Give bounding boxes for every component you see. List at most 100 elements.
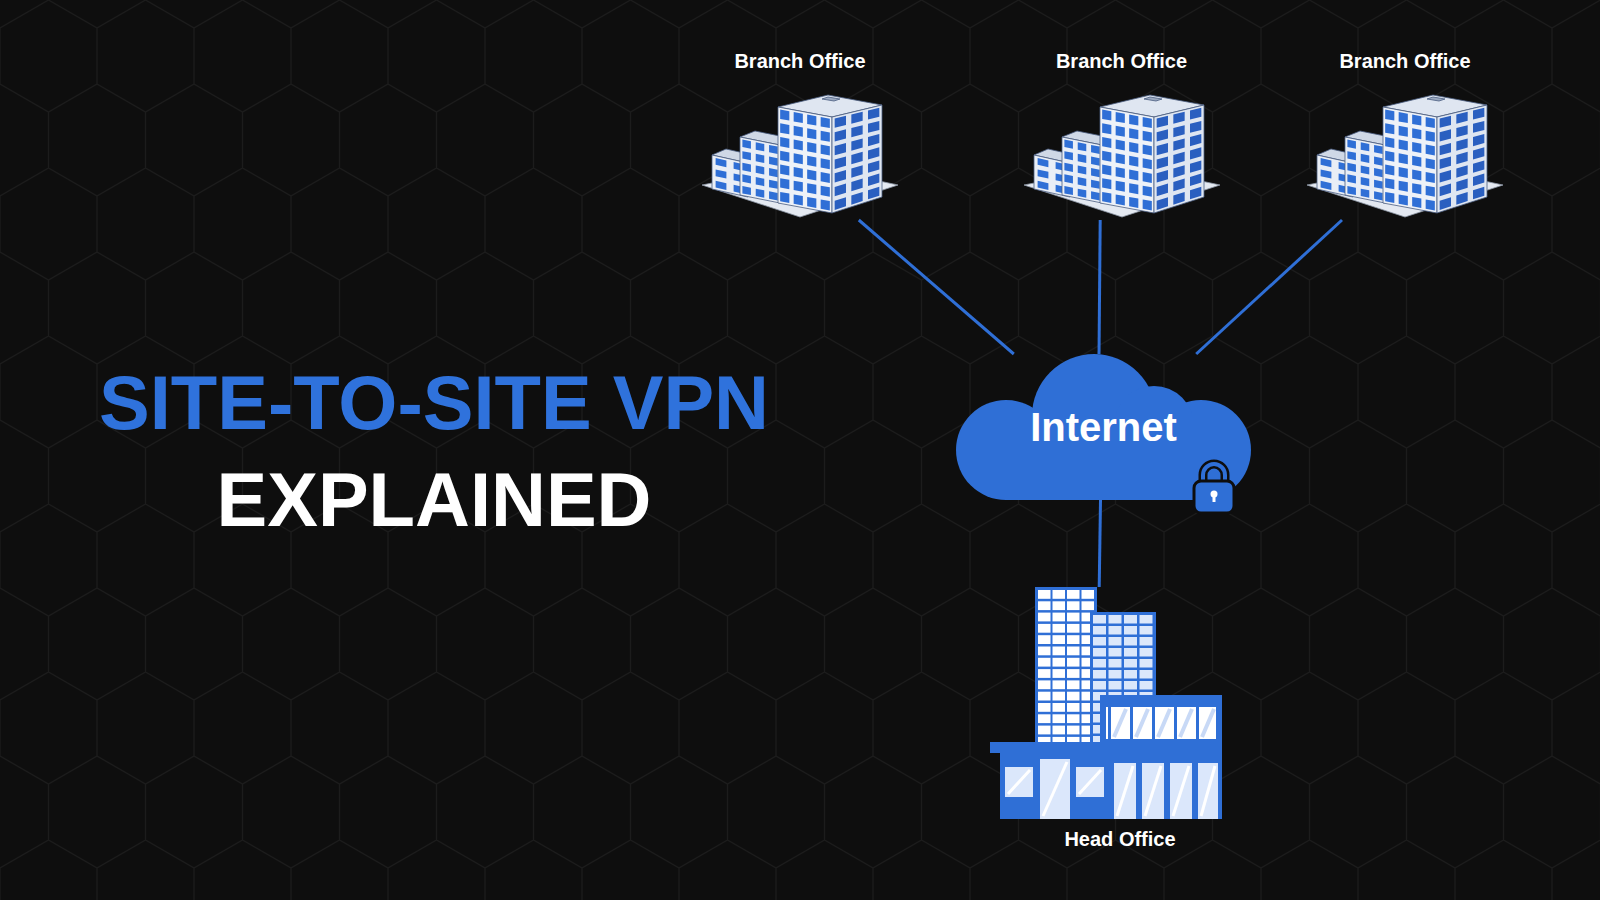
window [1190,160,1201,172]
window [1038,692,1051,701]
window [780,178,789,189]
building-face [1427,97,1445,101]
window [1038,624,1051,633]
window [1115,181,1124,192]
window [1347,163,1356,172]
window [1456,152,1467,164]
window [835,197,846,210]
window [1076,767,1104,797]
window [742,186,751,195]
branch-office-node: Branch Office [1300,49,1510,220]
lock-icon [1194,464,1234,513]
window [1426,172,1435,183]
window [780,137,789,148]
window [1173,139,1184,151]
window [1129,169,1138,180]
window [1064,140,1073,149]
branch-building [700,85,900,220]
window [1091,145,1100,154]
window [868,187,879,200]
window [1093,670,1106,679]
window [1038,635,1051,644]
window [1385,192,1394,203]
window [1124,626,1137,635]
window [1102,137,1111,148]
window [1399,126,1408,137]
window [756,189,765,198]
window [1067,601,1080,610]
node-heading: Branch Office [1015,49,1228,73]
glass-glint [1158,709,1170,737]
window [835,129,846,141]
window [1361,165,1370,174]
building-face [1100,107,1154,213]
window [1053,692,1066,701]
window [1102,192,1111,203]
window [1082,590,1095,599]
window [868,121,879,133]
window [1038,726,1051,735]
window [1109,626,1122,635]
window [794,153,803,164]
window [1321,169,1332,178]
building-face [1383,107,1437,213]
window [807,183,816,194]
window [1067,658,1080,667]
window [1067,669,1080,678]
window [769,180,778,189]
window [1385,151,1394,162]
window [1109,670,1122,679]
window [1473,187,1484,200]
window [780,151,789,162]
window [1053,669,1066,678]
building-face [740,137,780,203]
window [1399,112,1408,123]
window [742,174,751,183]
window [1140,615,1153,624]
window [807,128,816,139]
window [794,126,803,137]
window [1053,703,1066,712]
building-face [1144,97,1162,101]
window [821,172,830,183]
window [1037,169,1048,178]
canopy [990,742,1115,753]
window [1077,165,1086,174]
window [1109,659,1122,668]
window [1093,648,1106,657]
window [1361,142,1370,151]
window [1142,172,1151,183]
window [1067,692,1080,701]
glass-glint [1114,709,1126,737]
window [780,123,789,134]
window [1115,112,1124,123]
window [1064,186,1073,195]
window [868,174,879,186]
connector-line [1099,500,1100,587]
window [794,140,803,151]
window [1156,116,1167,128]
window [1426,117,1435,128]
window [1067,647,1080,656]
window [1473,108,1484,120]
window [1385,178,1394,189]
window [1129,183,1138,194]
window [1064,151,1073,160]
window [1142,131,1151,142]
window [1456,125,1467,137]
window [851,112,862,124]
branch-building [1305,85,1505,220]
window [1142,158,1151,169]
glass-glint [1173,766,1189,816]
window [1140,659,1153,668]
window [756,177,765,186]
window [1173,192,1184,205]
window [1399,153,1408,164]
window [1440,170,1451,183]
window [1321,158,1332,167]
window [1093,626,1106,635]
window [1053,601,1066,610]
window [1115,194,1124,205]
window [821,145,830,156]
window [807,115,816,126]
